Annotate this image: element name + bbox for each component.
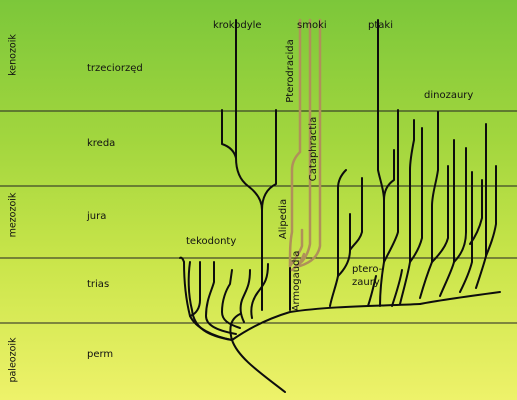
group-label-thecodonts: tekodonty [186,236,237,247]
dinosaur-branch-9 [459,171,473,293]
dinosaur-branch-14 [469,179,483,245]
dinosaur-branch-11 [485,165,497,257]
dinosaur-branch-2 [383,109,399,263]
crocodile-stem [235,19,263,311]
dragon-branch-1 [288,228,304,268]
group-label-armogaudia: Armogaudia [291,250,302,312]
dinosaur-branch-12 [391,269,403,307]
thecodont-branch-6 [250,263,269,319]
group-label-dragons: smoki [297,20,327,31]
dinosaur-branch-6 [431,165,449,263]
dragon-stem-left [288,18,302,268]
dinosaur-branch-4 [409,127,423,263]
dinosaur-branch-3 [399,119,415,305]
thecodont-branch-2 [189,261,201,317]
middle-branch-1 [329,169,347,307]
crocodile-branch-a [261,109,277,211]
dragon-lineage [288,18,322,272]
group-label-birds: ptaki [368,20,393,31]
crocodile-branch-b [221,109,237,159]
period-label-triassic: trias [87,279,110,290]
dragon-branch-2 [290,252,306,272]
period-label-permian: perm [87,349,114,360]
group-label-cataphractia: Cataphractia [308,116,319,182]
lineage-branches [179,19,501,393]
middle-branch-2 [337,213,351,277]
trunk-upper [231,303,421,341]
bird-lineage [377,19,385,201]
group-label-pterosaurs: ptero- zaury [352,264,382,289]
group-label-alipedia: Alipedia [278,198,289,240]
group-label-crocodiles: krokodyle [213,20,262,31]
group-label-dinosaurs: dinozaury [424,90,474,101]
thecodont-branch-3 [205,261,237,335]
period-label-jurassic: jura [87,211,107,222]
period-dividers [0,110,517,324]
period-label-cretaceous: kreda [87,138,116,149]
thecodont-bend-left [179,256,185,263]
dragon-stem-right [298,18,322,268]
era-label-paleozoic: paleozoik [7,337,19,383]
dinosaur-branch-5 [419,111,439,299]
middle-branch-3 [349,177,363,251]
thecodont-branch-5 [239,269,251,323]
thecodont-branch-7 [187,261,233,341]
dinosaur-branch-13 [367,275,377,307]
dinosaur-stem [419,291,501,305]
group-label-pterosaurs-line1: ptero- [352,264,383,275]
group-label-pterodracida: Pterodracida [285,39,296,103]
group-label-pterosaurs-line2: zaury [352,276,380,288]
dinosaur-branch-8 [453,147,467,263]
thecodont-branch-4 [221,269,241,329]
era-label-cenozoic: kenozoik [7,34,19,76]
period-label-tertiary: trzeciorzęd [87,63,143,74]
era-label-mesozoic: mezozoik [7,192,19,238]
